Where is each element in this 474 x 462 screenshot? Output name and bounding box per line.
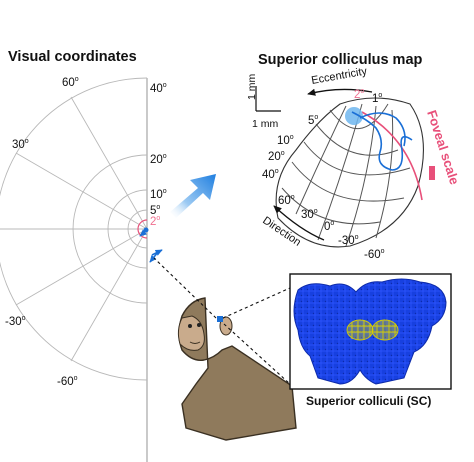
scale-bar-horizontal-label: 1 mm [252,118,279,130]
sc-map-outline [275,97,424,248]
direction-axis-label: Direction [260,215,303,249]
eccentricity-axis-arrow [307,88,373,96]
brain-caption: Superior colliculi (SC) [306,394,431,408]
svg-text:20o: 20o [150,153,167,166]
ray-60 [70,96,148,230]
svg-text:1o: 1o [372,92,382,105]
foveal-ring-2 [137,219,148,239]
svg-text:-60o: -60o [364,248,385,261]
visual-eccentricity-labels: 40o 20o 10o 5o 2o [150,82,167,228]
svg-text:30o: 30o [12,138,29,151]
svg-text:0o: 0o [324,220,334,233]
svg-text:10o: 10o [277,134,294,147]
svg-text:60o: 60o [278,194,295,207]
sc-panel-title: Superior colliculus map [258,52,423,68]
sc-eccentricity-labels: 2o 1o 5o 10o 20o 40o [262,88,382,181]
scale-bar-vertical-label: 1 mm [246,73,258,100]
sc-direction-labels: 60o 30o 0o -30o -60o [278,194,385,261]
svg-text:30o: 30o [301,208,318,221]
svg-text:5o: 5o [150,204,160,217]
direction-axis-arrow [273,205,325,241]
svg-text:60o: 60o [62,76,79,89]
ray-m60 [70,228,148,362]
foveal-scale-marker [429,166,435,180]
svg-text:2o: 2o [150,215,160,228]
stimulus-markers [139,227,163,263]
sc-map-grid [275,97,424,248]
svg-text:-30o: -30o [338,234,359,247]
svg-text:20o: 20o [268,150,285,163]
arrow-right-icon [170,174,216,218]
ray-30 [15,152,148,230]
svg-text:40o: 40o [262,168,279,181]
svg-text:10o: 10o [150,188,167,201]
visual-panel-title: Visual coordinates [8,49,137,65]
monkey-illustration [153,257,297,441]
visual-direction-labels: 60o 30o -30o -60o [5,76,79,388]
ecc-ring-40 [0,77,148,381]
sc-activity-traces [351,111,413,171]
brain-panel: Superior colliculi (SC) [289,273,452,408]
svg-text:-60o: -60o [57,375,78,388]
svg-text:40o: 40o [150,82,167,95]
sc-activity-blob [345,107,363,125]
svg-text:5o: 5o [308,114,318,127]
svg-text:-30o: -30o [5,315,26,328]
scale-bar [255,86,281,112]
visual-polar-grid [0,77,148,462]
eccentricity-axis-label: Eccentricity [310,65,368,87]
svg-text:2o: 2o [354,88,364,101]
colliculi-mesh [346,319,399,341]
ray-m30 [15,228,148,306]
